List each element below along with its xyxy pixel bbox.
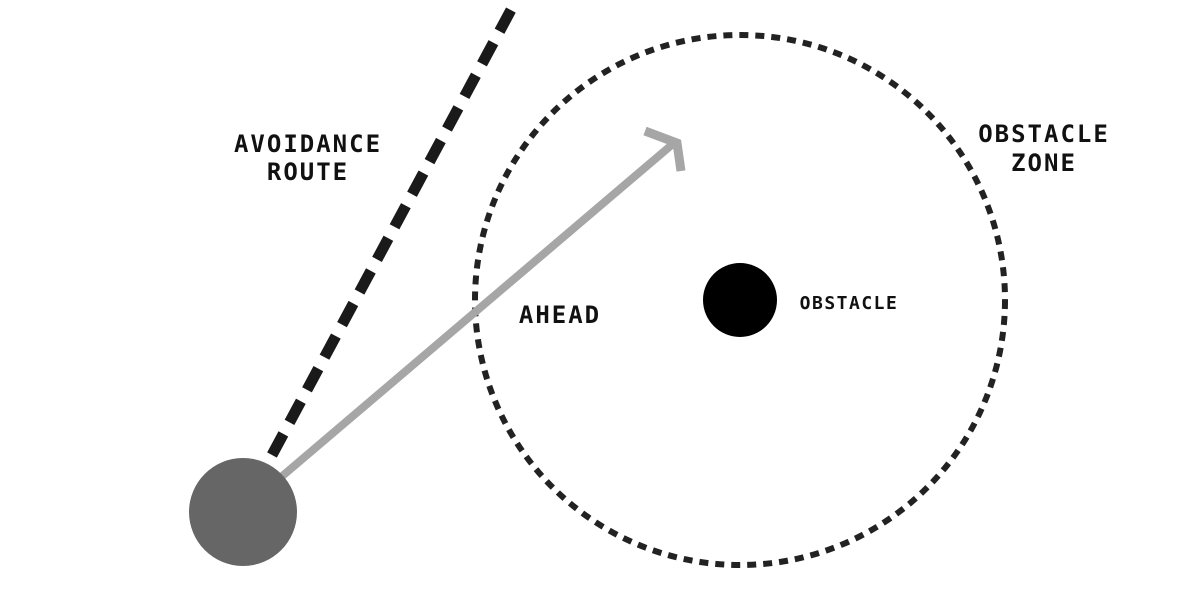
avoidance-route-line — [267, 5, 517, 458]
ahead-label: AHEAD — [519, 301, 601, 329]
obstacle-zone-circle — [472, 32, 1008, 568]
avoidance-route-label-line1: AVOIDANCE — [234, 130, 382, 158]
obstacle-zone-label-line1: OBSTACLE — [978, 120, 1110, 148]
agent-circle — [189, 458, 297, 566]
ahead-arrow-shaft — [277, 139, 677, 482]
ahead-arrow — [277, 126, 686, 482]
avoidance-route-label-line2: ROUTE — [267, 158, 349, 186]
ahead-arrow-head — [643, 126, 686, 172]
obstacle-label: OBSTACLE — [800, 293, 899, 314]
obstacle-circle — [703, 263, 777, 337]
obstacle-zone-label-line2: ZONE — [1011, 149, 1077, 177]
